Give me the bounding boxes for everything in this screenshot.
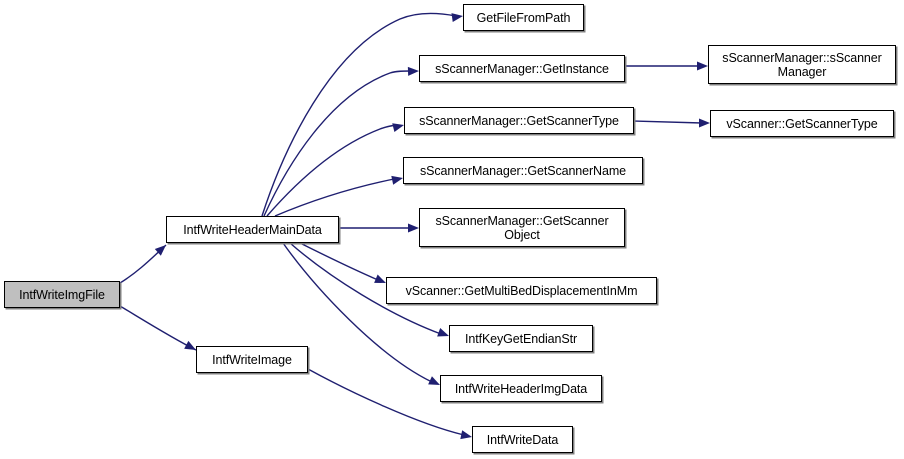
graph-node-sScannerManager-GetScannerName[interactable]: sScannerManager::GetScannerName (403, 157, 643, 184)
edge-IntfWriteHeaderMainData-to-GetScannerName (274, 178, 395, 217)
graph-node-sScannerManager-GetInstance[interactable]: sScannerManager::GetInstance (419, 55, 625, 82)
edge-IntfWriteImgFile-to-IntfWriteImage (119, 305, 197, 351)
arrow-to-IntfWriteHeaderMainData (154, 245, 166, 256)
graph-node-GetFileFromPath[interactable]: GetFileFromPath (463, 4, 584, 31)
edge-IntfWriteHeaderMainData-to-GetScannerType (266, 124, 397, 217)
graph-node-vScanner-GetScannerType[interactable]: vScanner::GetScannerType (710, 110, 894, 137)
graph-node-IntfWriteImgFile[interactable]: IntfWriteImgFile (4, 281, 120, 308)
graph-node-vScanner-GetMultiBedDisplacementInMm[interactable]: vScanner::GetMultiBedDisplacementInMm (386, 277, 657, 304)
graph-node-IntfWriteData[interactable]: IntfWriteData (472, 426, 573, 453)
arrow-to-GetScannerObject (408, 223, 419, 233)
graph-node-IntfKeyGetEndianStr[interactable]: IntfKeyGetEndianStr (449, 325, 593, 352)
arrow-to-GetFileFromPath (451, 13, 463, 22)
graph-node-IntfWriteHeaderMainData[interactable]: IntfWriteHeaderMainData (166, 216, 339, 243)
edge-IntfWriteImgFile-to-IntfWriteHeaderMainData (119, 244, 167, 284)
graph-node-sScannerManager-GetScannerObject[interactable]: sScannerManager::GetScanner Object (419, 208, 625, 247)
arrow-to-GetInstance (407, 66, 419, 76)
graph-node-sScannerManager-sScannerManager[interactable]: sScannerManager::sScanner Manager (708, 45, 896, 84)
edge-GetScannerType-to-vScannerGetScannerType (633, 120, 703, 124)
graph-node-sScannerManager-GetScannerType[interactable]: sScannerManager::GetScannerType (404, 107, 634, 134)
arrow-to-sScannerManager (697, 61, 708, 71)
arrow-to-vScannerGetScannerType (699, 118, 710, 128)
edge-IntfWriteHeaderMainData-to-MultiBed (299, 242, 379, 281)
edge-IntfWriteHeaderMainData-to-GetInstance (263, 70, 411, 217)
graph-node-IntfWriteHeaderImgData[interactable]: IntfWriteHeaderImgData (440, 375, 602, 402)
graph-node-IntfWriteImage[interactable]: IntfWriteImage (196, 346, 308, 373)
